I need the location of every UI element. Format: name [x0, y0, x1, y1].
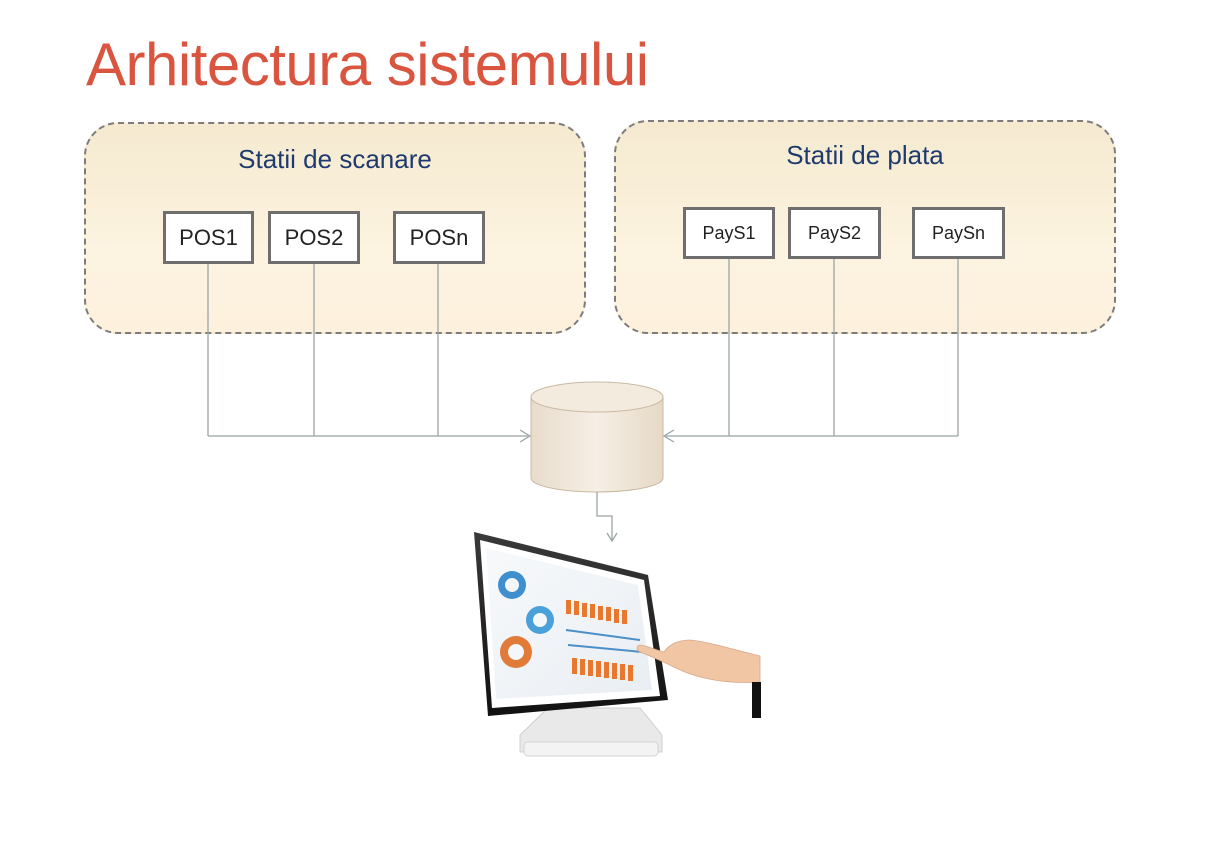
node-pos2: POS2 — [268, 211, 360, 264]
db-to-dashboard-connector — [596, 492, 618, 543]
node-pos1: POS1 — [163, 211, 254, 264]
node-posn: POSn — [393, 211, 485, 264]
scan-stations-label: Statii de scanare — [238, 144, 432, 174]
node-pays1: PayS1 — [683, 207, 775, 259]
touchscreen-monitor-icon — [474, 532, 761, 757]
page-title: Arhitectura sistemului — [86, 31, 649, 98]
node-paysn: PaySn — [912, 207, 1005, 259]
pay-stations-label: Statii de plata — [786, 140, 944, 170]
database-cylinder-icon — [530, 381, 664, 493]
pay-connectors — [662, 259, 959, 443]
scan-connectors — [207, 264, 532, 443]
node-pays2: PayS2 — [788, 207, 881, 259]
